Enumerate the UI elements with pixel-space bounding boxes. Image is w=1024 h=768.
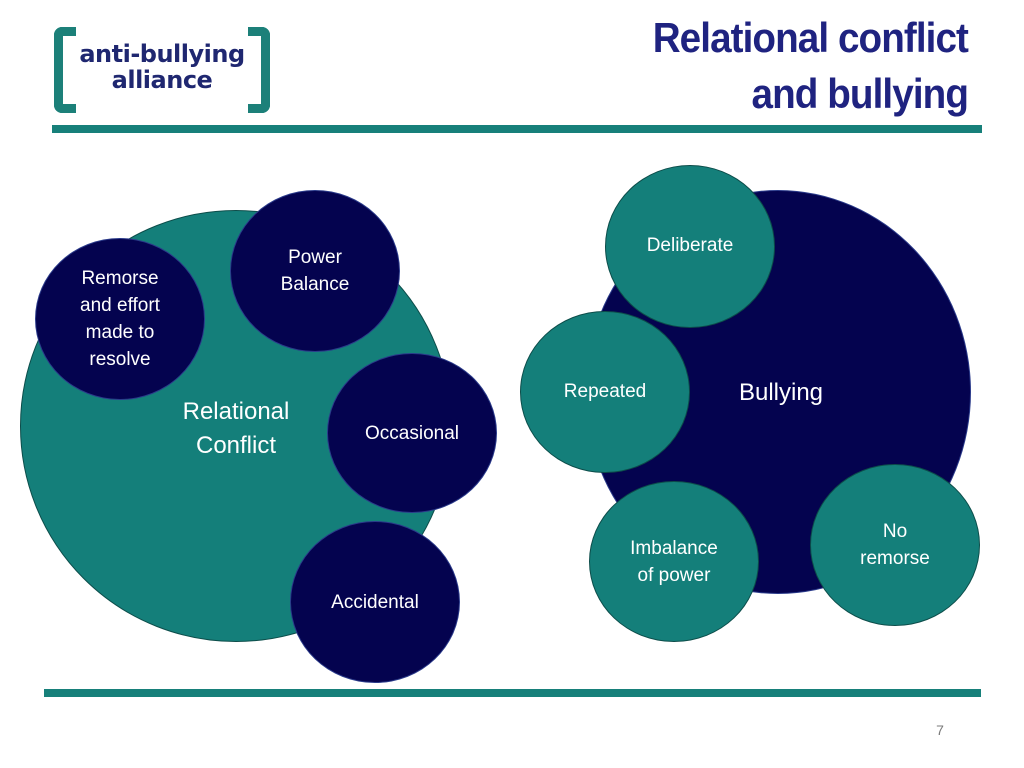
trait-occasional: Occasional [327,353,497,513]
title-line-2: and bullying [751,70,968,117]
trait-no-remorse: No remorse [810,464,980,626]
bullying-label: Bullying [738,379,824,406]
trait-no-remorse-label: No remorse [860,521,930,569]
trait-remorse-effort-label: Remorse and effort made to resolve [80,268,160,370]
trait-repeated-label: Repeated [563,380,647,402]
trait-repeated: Repeated [520,311,690,473]
logo-right-bracket [248,27,270,113]
logo-line-2: alliance [111,66,213,94]
trait-power-balance-label: Power Balance [280,247,350,295]
logo-text: anti-bullying alliance [76,41,248,93]
trait-remorse-effort: Remorse and effort made to resolve [35,238,205,400]
logo-line-1: anti-bullying [79,40,245,68]
trait-deliberate: Deliberate [605,165,775,328]
bottom-divider [44,689,981,697]
top-divider [52,125,982,133]
trait-accidental: Accidental [290,521,460,683]
trait-imbalance-of-power-label: Imbalance of power [630,537,718,586]
trait-imbalance-of-power: Imbalance of power [589,481,759,642]
relational-conflict-label: Relational Conflict [182,398,290,459]
trait-power-balance: Power Balance [230,190,400,352]
trait-accidental-label: Accidental [331,591,419,613]
trait-occasional-label: Occasional [365,422,459,444]
page-number: 7 [936,722,944,738]
title-line-1: Relational conflict [652,14,969,61]
trait-deliberate-label: Deliberate [646,235,734,256]
logo-left-bracket [54,27,76,113]
anti-bullying-alliance-logo: anti-bullying alliance [52,27,272,117]
slide-title: Relational conflict and bullying [582,10,969,122]
